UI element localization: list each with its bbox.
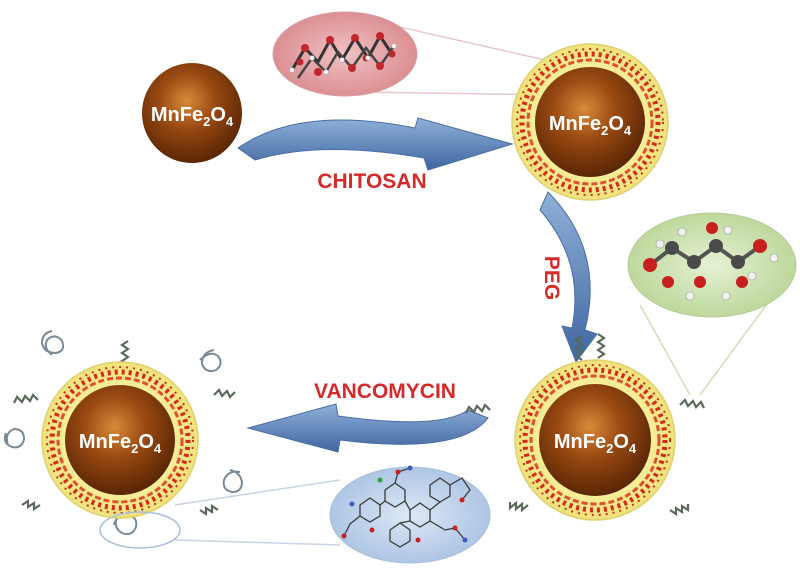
peg-label: PEG (540, 256, 563, 300)
vancomycin-loaded-nanoparticle: MnFe2O4 (3, 330, 244, 549)
np-formula: MnFe2O4 (79, 431, 162, 456)
peg-chains-left (13, 340, 236, 517)
np-formula: MnFe2O4 (549, 113, 632, 138)
bare-nanoparticle: MnFe2O4 (142, 63, 242, 163)
callout-lines-vanco (174, 479, 341, 546)
chitosan-molecule-bubble (272, 11, 418, 97)
vancomycin-chains (3, 330, 244, 536)
chitosan-coated-nanoparticle: MnFe2O4 (511, 43, 669, 201)
vancomycin-label: VANCOMYCIN (314, 380, 456, 403)
zoom-marker (99, 511, 181, 549)
vancomycin-molecule-bubble (329, 465, 491, 564)
peg-molecule-bubble (627, 212, 797, 318)
chitosan-step-arrow (237, 117, 514, 171)
np-formula: MnFe2O4 (554, 431, 637, 456)
peg-chains (465, 333, 705, 517)
peg-chitosan-nanoparticle: MnFe2O4 (465, 333, 705, 521)
vancomycin-step-arrow (246, 403, 489, 453)
np-formula: MnFe2O4 (151, 104, 234, 129)
callout-lines-peg (639, 299, 771, 396)
chitosan-label: CHITOSAN (317, 170, 426, 193)
